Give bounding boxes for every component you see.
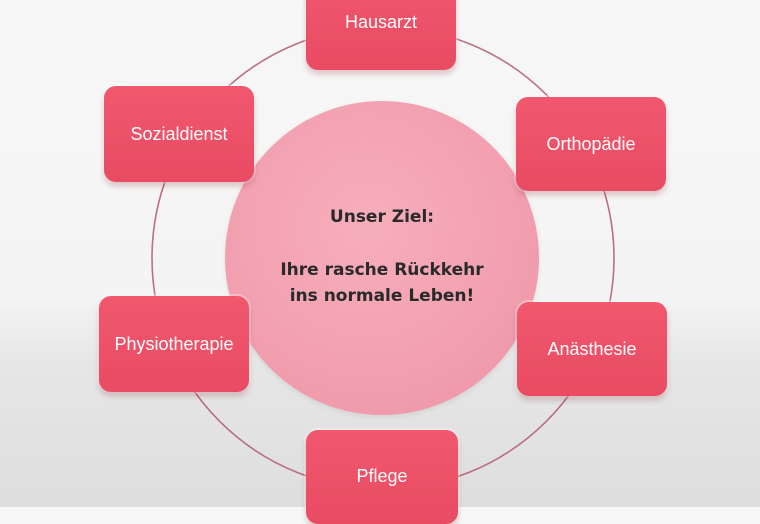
node-pflege-label: Pflege (356, 466, 408, 486)
node-hausarzt-label: Hausarzt (344, 12, 418, 32)
node-orthopaedie-label: Orthopädie (546, 133, 636, 154)
node-anaesthesie: Anästhesie (517, 302, 667, 396)
node-hausarzt: Hausarzt (306, 0, 456, 70)
node-orthopaedie: Orthopädie (516, 97, 666, 191)
goal-circle: Unser Ziel: Ihre rasche Rückkehr ins nor… (225, 101, 539, 415)
goal-text-line-2: ins normale Leben! (289, 286, 475, 306)
node-sozialdienst-label: Sozialdienst (130, 123, 228, 144)
goal-text-line-1: Ihre rasche Rückkehr (280, 260, 484, 280)
node-sozialdienst: Sozialdienst (104, 86, 254, 182)
node-anaesthesie-label: Anästhesie (547, 338, 637, 359)
node-physiotherapie-label: Physiotherapie (114, 333, 234, 354)
node-physiotherapie: Physiotherapie (99, 296, 249, 392)
goal-heading: Unser Ziel: (329, 207, 435, 227)
node-pflege: Pflege (306, 430, 458, 524)
